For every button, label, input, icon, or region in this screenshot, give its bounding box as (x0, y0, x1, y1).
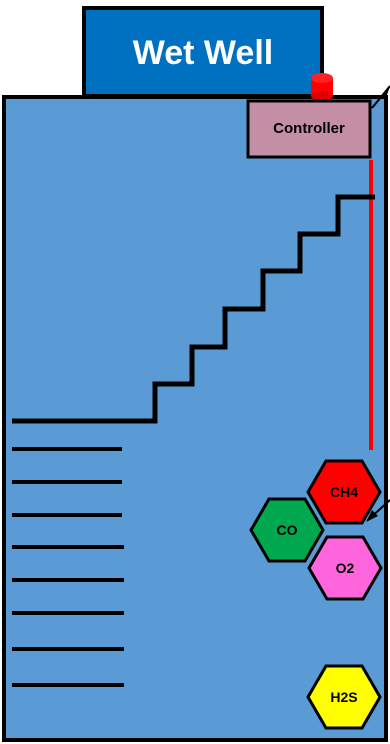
header-title: Wet Well (133, 34, 273, 72)
controller-label: Controller (273, 120, 345, 137)
sensor-h2s-label: H2S (330, 689, 357, 705)
sensor-o2: O2 (307, 535, 383, 601)
sensor-o2-label: O2 (336, 560, 355, 576)
ladder-rungs (12, 447, 124, 687)
controller-box: Controller (246, 99, 372, 159)
sensor-ch4-label: CH4 (330, 484, 358, 500)
sensor-ch4: CH4 (306, 459, 382, 525)
arrow-ch4-icon (366, 499, 390, 522)
sensor-co: CO (249, 497, 325, 563)
arrow-top-right-icon (371, 85, 390, 109)
header-box: Wet Well (82, 6, 324, 98)
sensor-co-label: CO (277, 522, 298, 538)
staircase (12, 194, 375, 424)
sensor-h2s: H2S (306, 664, 382, 730)
beacon-icon (311, 73, 333, 101)
